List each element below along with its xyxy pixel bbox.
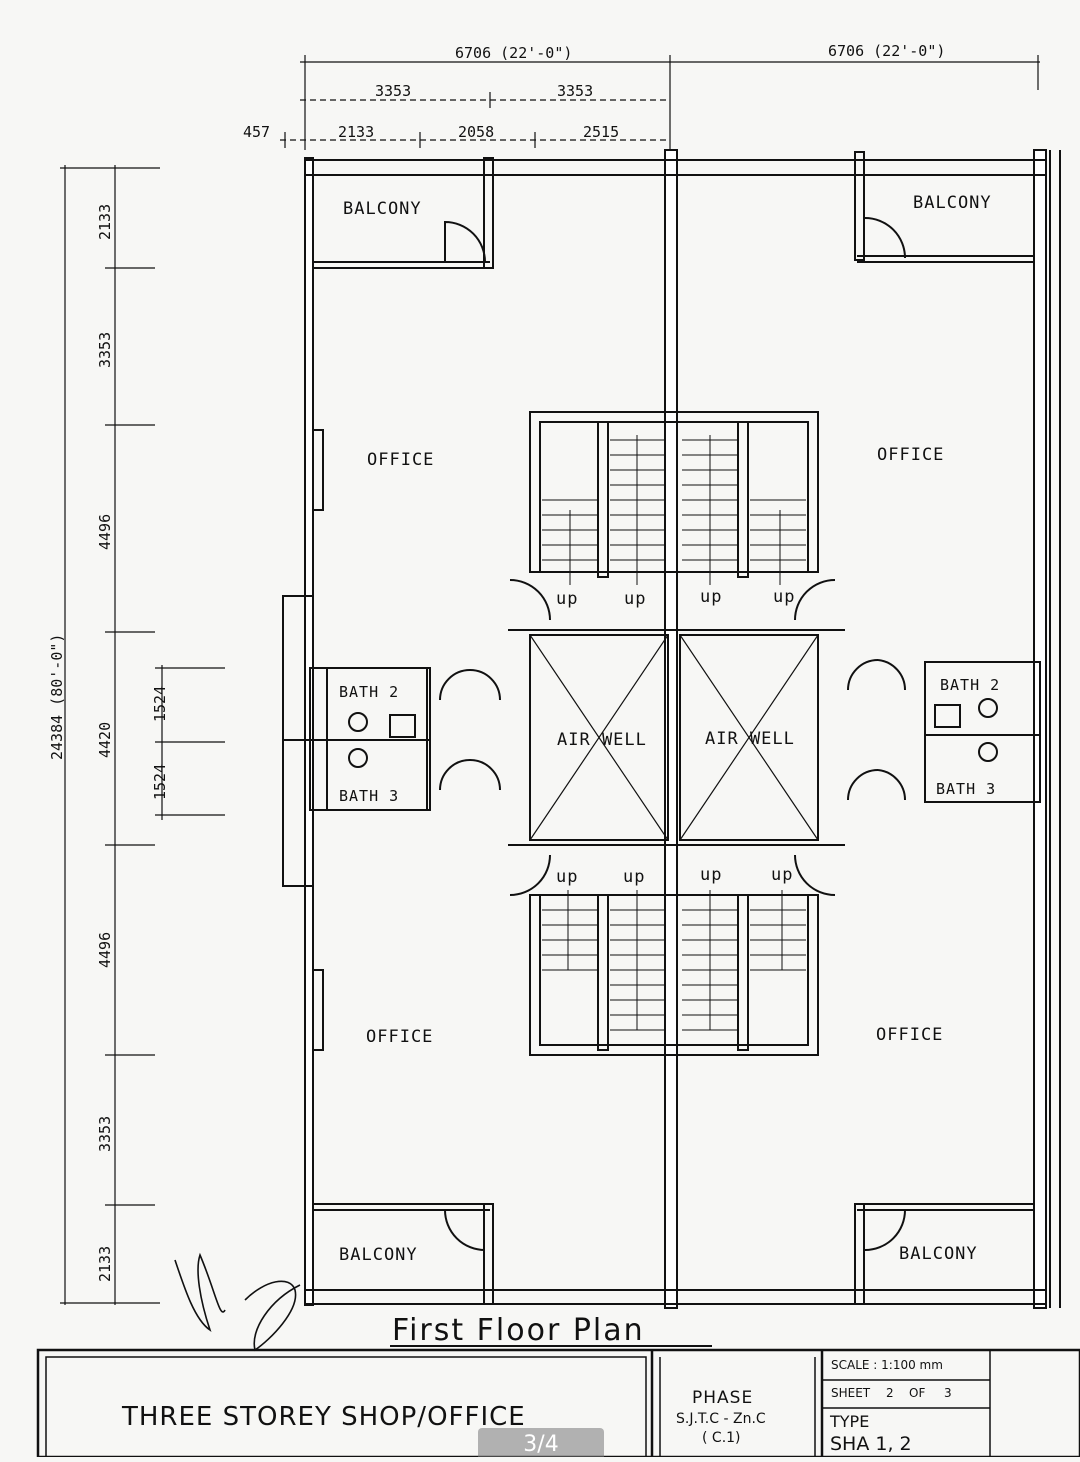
dim-top-c: 2058 xyxy=(458,123,494,141)
label-bath2-right: BATH 2 xyxy=(940,676,1000,694)
sheet-of: OF xyxy=(909,1386,925,1400)
dim-side-5: 4496 xyxy=(96,932,114,968)
stair-treads xyxy=(542,435,806,1031)
type-value: SHA 1, 2 xyxy=(830,1433,912,1455)
page-counter: 3/4 xyxy=(478,1428,604,1457)
dim-bath-a: 1524 xyxy=(151,686,169,722)
label-office-bottom-left: OFFICE xyxy=(366,1027,433,1047)
dim-top-a: 457 xyxy=(243,123,270,141)
dim-side-2: 3353 xyxy=(96,332,114,368)
label-bath3-right: BATH 3 xyxy=(936,780,996,798)
title-block xyxy=(36,1348,1080,1457)
label-balcony-bottom-right: BALCONY xyxy=(899,1244,978,1264)
scale-text: SCALE : 1:100 mm xyxy=(831,1358,943,1372)
dim-bath-b: 1524 xyxy=(151,764,169,800)
label-office-top-left: OFFICE xyxy=(367,450,434,470)
label-up: up xyxy=(771,865,793,885)
phase-label: PHASE xyxy=(692,1388,753,1408)
label-up: up xyxy=(556,589,578,609)
label-balcony-top-left: BALCONY xyxy=(343,199,422,219)
type-label: TYPE xyxy=(829,1412,869,1431)
label-bath3-left: BATH 3 xyxy=(339,787,399,805)
label-up: up xyxy=(623,867,645,887)
sheet-number: 2 xyxy=(886,1386,894,1400)
phase-sub: ( C.1) xyxy=(702,1430,741,1446)
dim-top-half-2: 3353 xyxy=(557,82,593,100)
dim-side-total: 24384 (80'-0") xyxy=(48,634,66,760)
plan-title: First Floor Plan xyxy=(392,1313,645,1348)
label-office-top-right: OFFICE xyxy=(877,445,944,465)
label-balcony-bottom-left: BALCONY xyxy=(339,1245,418,1265)
label-bath2-left: BATH 2 xyxy=(339,683,399,701)
label-up: up xyxy=(556,867,578,887)
label-up: up xyxy=(700,865,722,885)
dim-side-1: 2133 xyxy=(96,204,114,240)
label-up: up xyxy=(773,587,795,607)
dim-side-4: 4420 xyxy=(96,722,114,758)
sheet-label: SHEET xyxy=(831,1386,871,1400)
sheet-total: 3 xyxy=(944,1386,952,1400)
phase-value: S.J.T.C - Zn.C xyxy=(676,1411,766,1427)
label-balcony-top-right: BALCONY xyxy=(913,193,992,213)
dim-side-6: 3353 xyxy=(96,1116,114,1152)
label-up: up xyxy=(624,589,646,609)
dim-top-b: 2133 xyxy=(338,123,374,141)
dim-side-3: 4496 xyxy=(96,514,114,550)
dim-top-d: 2515 xyxy=(583,123,619,141)
dim-top-total-right: 6706 (22'-0") xyxy=(828,42,945,60)
label-airwell-right: AIR WELL xyxy=(705,729,795,749)
dim-top-half-1: 3353 xyxy=(375,82,411,100)
dim-side-7: 2133 xyxy=(96,1246,114,1282)
dim-top-total-left: 6706 (22'-0") xyxy=(455,44,572,62)
project-title: THREE STOREY SHOP/OFFICE xyxy=(121,1402,526,1432)
label-airwell-left: AIR WELL xyxy=(557,730,647,750)
label-office-bottom-right: OFFICE xyxy=(876,1025,943,1045)
label-up: up xyxy=(700,587,722,607)
